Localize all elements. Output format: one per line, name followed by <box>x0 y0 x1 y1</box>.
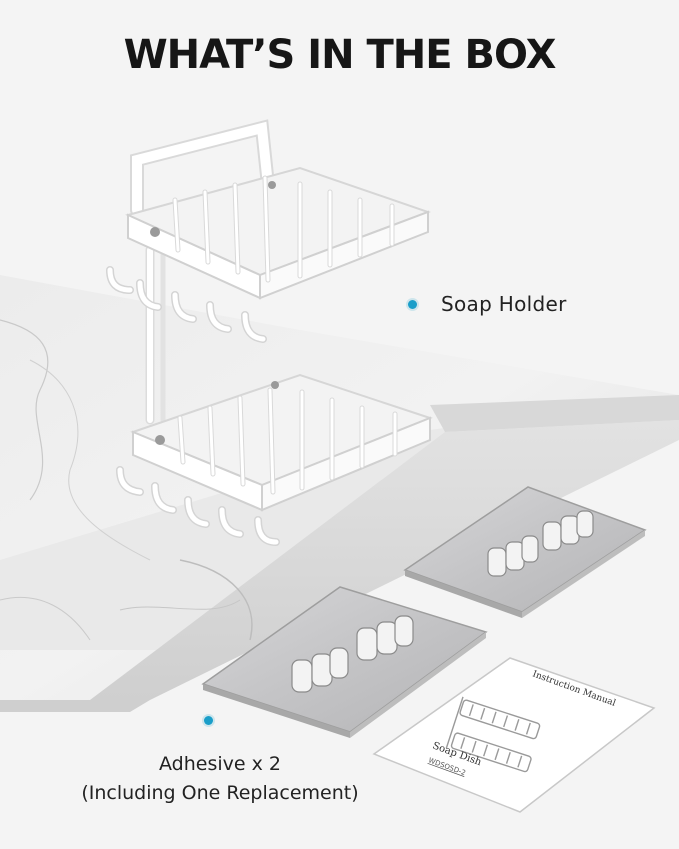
callout-dot-icon <box>408 299 417 309</box>
soap-holder-label: Soap Holder <box>441 292 567 316</box>
soap-holder-callout: Soap Holder <box>408 292 567 316</box>
adhesive-callout: Adhesive x 2 (Including One Replacement) <box>40 750 400 808</box>
adhesive-label: Adhesive x 2 <box>159 753 281 775</box>
soap-holder-illustration <box>106 119 433 546</box>
callout-dot-icon <box>204 716 213 725</box>
adhesive-hook-illustration <box>403 486 647 618</box>
page-title: WHAT’S IN THE BOX <box>123 32 557 78</box>
adhesive-note: (Including One Replacement) <box>81 782 359 804</box>
adhesive-hook-illustration <box>201 586 488 738</box>
